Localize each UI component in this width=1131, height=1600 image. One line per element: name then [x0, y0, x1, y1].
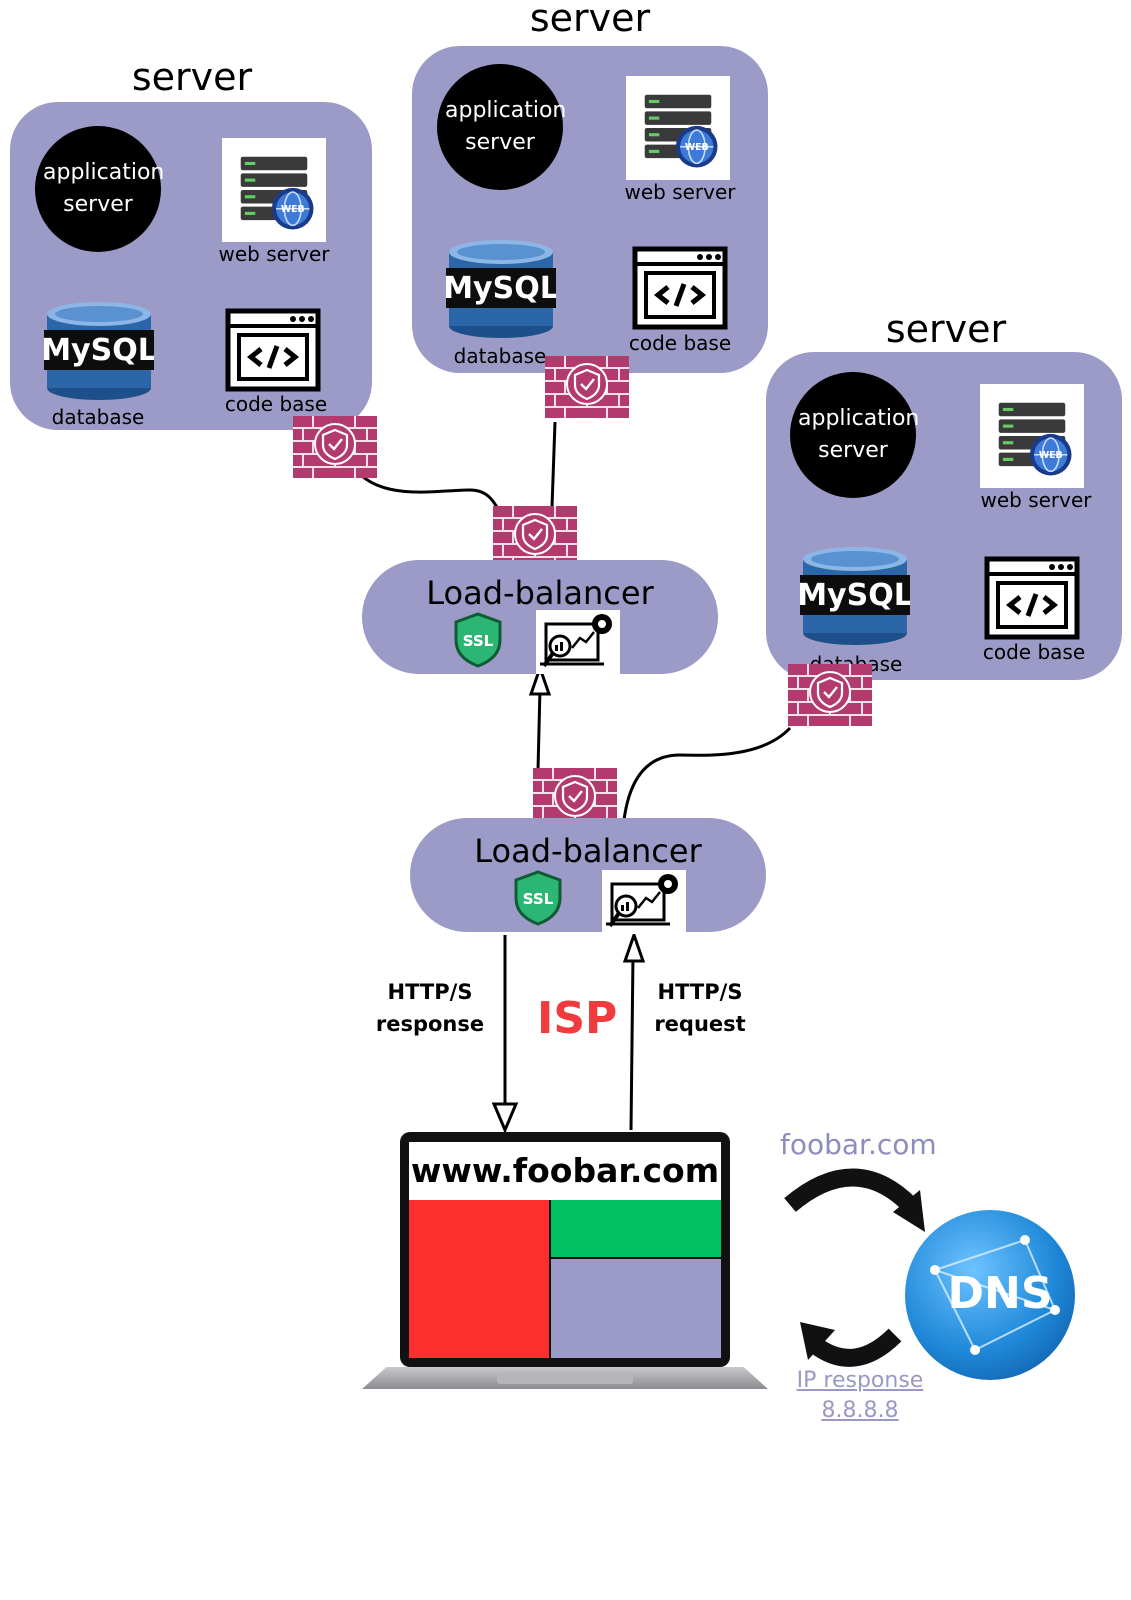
code-window-icon — [984, 556, 1080, 640]
dns-label: DNS — [947, 1268, 1053, 1319]
load-balancer-title: Load-balancer — [426, 574, 654, 612]
monitor-analytics-icon — [602, 870, 686, 934]
http-response-label: HTTP/S response — [375, 980, 485, 1036]
laptop-trackpad — [497, 1374, 633, 1384]
screen-green-panel — [551, 1200, 721, 1257]
code-base-label: code base — [628, 331, 732, 355]
code-base-label: code base — [982, 640, 1086, 664]
isp-label: ISP — [537, 993, 618, 1044]
laptop-icon: www.foobar.com — [400, 1132, 730, 1367]
web-server-icon — [980, 384, 1084, 488]
application-server: application server — [437, 64, 566, 190]
browser-url: www.foobar.com — [409, 1142, 721, 1200]
code-window-icon — [225, 308, 321, 392]
firewall-icon — [293, 416, 377, 478]
server-title: server — [529, 0, 651, 40]
http-request-label: HTTP/S request — [654, 980, 746, 1036]
ip-response-label: IP response — [796, 1368, 924, 1393]
firewall-icon — [788, 664, 872, 726]
ip-address: 8.8.8.8 — [821, 1398, 899, 1423]
load-balancer: Load-balancer — [410, 818, 766, 932]
screen-red-panel — [409, 1200, 549, 1358]
database-label: database — [453, 344, 547, 368]
svg-text:SSL: SSL — [463, 632, 494, 650]
ssl-shield-icon: SSL — [453, 612, 503, 668]
svg-text:SSL: SSL — [523, 890, 554, 908]
application-server: application server — [790, 372, 919, 498]
firewall-icon — [493, 506, 577, 568]
mysql-database-icon — [446, 234, 556, 344]
server-title: server — [131, 55, 253, 99]
web-server-icon — [626, 76, 730, 180]
load-balancer-title: Load-balancer — [474, 832, 702, 870]
web-server-label: web server — [980, 488, 1092, 512]
dns-query-domain: foobar.com — [780, 1128, 937, 1161]
dns-globe-icon: DNS — [905, 1210, 1075, 1380]
mysql-database-icon — [44, 296, 154, 406]
database-label: database — [51, 405, 145, 429]
web-server-label: web server — [624, 180, 736, 204]
screen-purple-panel — [551, 1259, 721, 1358]
application-server: application server — [35, 126, 164, 252]
code-base-label: code base — [224, 392, 328, 416]
ssl-shield-icon: SSL — [513, 870, 563, 926]
monitor-analytics-icon — [536, 610, 620, 674]
ip-response-link[interactable]: IP response 8.8.8.8 — [790, 1366, 930, 1426]
firewall-icon — [545, 356, 629, 418]
curved-arrow-icon — [784, 1168, 917, 1212]
mysql-database-icon — [800, 541, 910, 651]
code-window-icon — [632, 246, 728, 330]
web-server-label: web server — [218, 242, 330, 266]
server-title: server — [885, 307, 1007, 351]
web-server-icon — [222, 138, 326, 242]
